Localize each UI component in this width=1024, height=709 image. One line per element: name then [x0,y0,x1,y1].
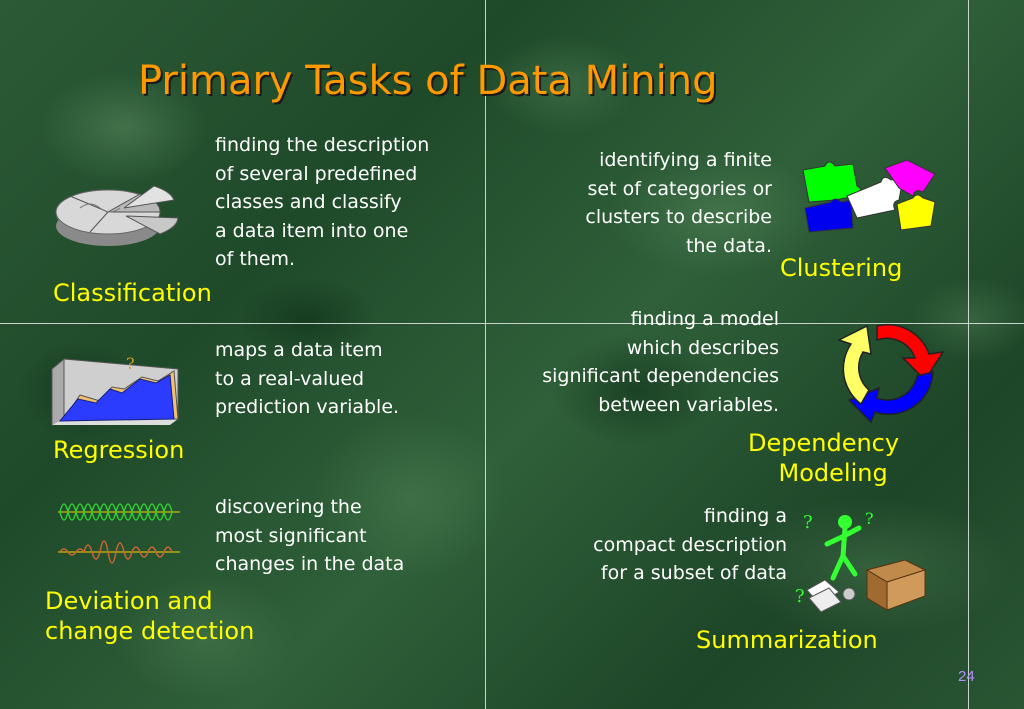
svg-text:?: ? [865,509,874,528]
dependency-modeling-description: finding a model which describes signific… [542,308,779,416]
area-chart-icon: ? [51,355,179,426]
regression-label: Regression [53,436,185,464]
page-number: 24 [958,668,975,685]
deviation-label: Deviation and change detection [45,587,255,645]
pie-chart-icon [55,185,179,246]
summarization-description: finding a compact description for a subs… [593,505,787,584]
summarization-label: Summarization [696,626,878,654]
svg-text:?: ? [126,355,135,373]
box-summary-icon: ? ? ? [795,509,927,613]
waveform-icon [58,503,180,564]
slide-title: Primary Tasks of Data Mining [138,58,718,104]
puzzle-pieces-icon [802,159,936,233]
regression-description: maps a data item to a real-valued predic… [215,339,400,418]
svg-text:?: ? [795,586,805,607]
vertical-divider-right [968,0,969,709]
horizontal-divider [0,323,1024,324]
classification-label: Classification [53,279,212,307]
vertical-divider-center [485,0,486,709]
deviation-description: discovering the most significant changes… [215,496,405,575]
cycle-arrows-icon [837,323,945,423]
clustering-description: identifying a finite set of categories o… [585,149,772,257]
clustering-label: Clustering [780,254,903,282]
svg-text:?: ? [803,512,813,533]
classification-description: finding the description of several prede… [215,134,430,270]
dependency-modeling-label: Dependency Modeling [748,429,900,487]
